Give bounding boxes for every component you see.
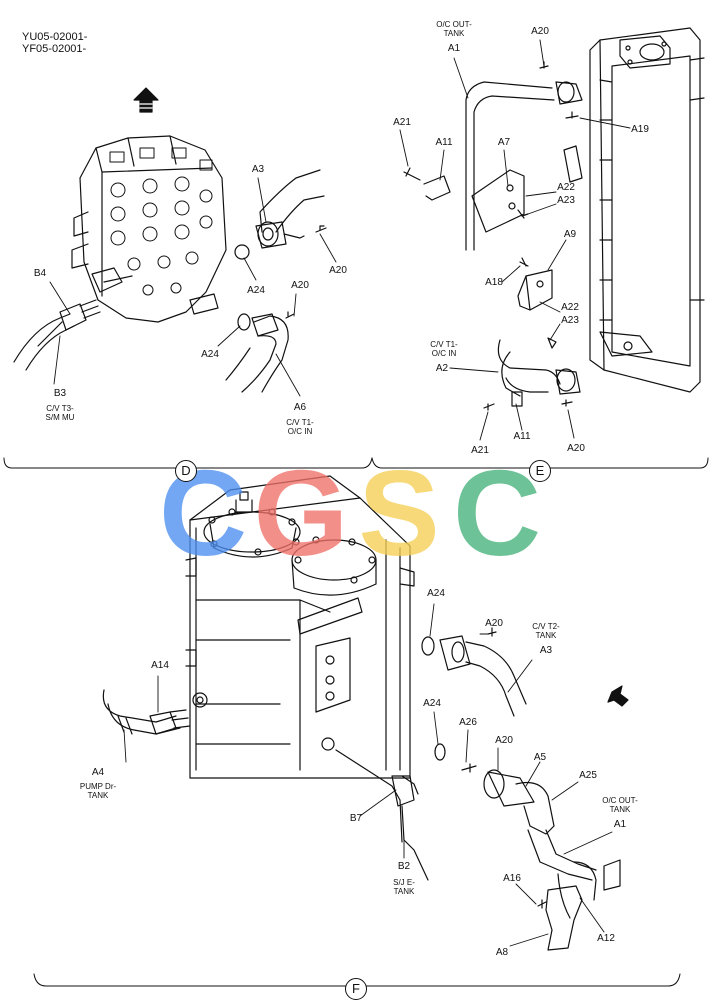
hydraulic-tank-drawing <box>185 475 415 779</box>
label-a24-d1: A24 <box>247 285 265 296</box>
label-a16: A16 <box>503 873 521 884</box>
label-a19: A19 <box>631 124 649 135</box>
label-a20-e2: A20 <box>567 443 585 454</box>
label-a14: A14 <box>151 660 169 671</box>
label-a20-f1: A20 <box>485 618 503 629</box>
label-a3-f: A3 <box>539 645 553 656</box>
label-a20-f2: A20 <box>495 735 513 746</box>
label-a24-f1: A24 <box>427 588 445 599</box>
note-sj-e-tank: S/J E- TANK <box>393 878 415 896</box>
hose-a3-f <box>421 627 527 717</box>
leaders-view-e <box>399 39 631 441</box>
label-a6: A6 <box>293 402 307 413</box>
view-marker-f: F <box>345 978 367 1000</box>
pipe-a2 <box>483 339 581 411</box>
view-direction-arrow-icon <box>607 685 629 707</box>
note-pump-dr-tank: PUMP Dr- TANK <box>79 782 117 800</box>
label-a18: A18 <box>485 277 503 288</box>
hose-a6 <box>225 311 295 393</box>
hose-a3-d <box>234 169 327 260</box>
front-direction-arrow-icon <box>133 87 159 113</box>
bracket-a7 <box>403 145 583 233</box>
oil-cooler-drawing <box>589 27 705 393</box>
label-a8: A8 <box>495 947 509 958</box>
view-marker-e: E <box>529 460 551 482</box>
label-a23-e2: A23 <box>561 315 579 326</box>
bracket-a9 <box>517 257 557 349</box>
label-a22-e1: A22 <box>557 182 575 193</box>
label-a25: A25 <box>579 770 597 781</box>
view-marker-d: D <box>175 460 197 482</box>
hose-a14 <box>102 689 191 735</box>
label-a5: A5 <box>533 752 547 763</box>
label-a1-f: A1 <box>613 819 627 830</box>
pipe-a1-e <box>465 61 583 251</box>
label-a11-e2: A11 <box>513 431 531 442</box>
label-b3: B3 <box>53 388 67 399</box>
model-code-1: YU05-02001- <box>22 31 88 43</box>
label-a7: A7 <box>497 137 511 148</box>
view-d-bracket <box>3 457 709 469</box>
hose-b7-b2 <box>335 749 429 881</box>
label-a20-e1: A20 <box>531 26 549 37</box>
hose-b3 <box>13 299 101 371</box>
label-a23-e1: A23 <box>557 195 575 206</box>
leaders-view-d <box>49 177 337 397</box>
label-b2: B2 <box>397 861 411 872</box>
note-cv-t3-sm-mu: C/V T3- S/M MU <box>45 404 75 422</box>
note-cv-t1-oc-in-e: C/V T1- O/C IN <box>430 340 458 358</box>
label-a22-e2: A22 <box>561 302 579 313</box>
note-oc-out-tank-f: O/C OUT- TANK <box>602 796 638 814</box>
label-a11-e1: A11 <box>435 137 453 148</box>
label-a20-d2: A20 <box>291 280 309 291</box>
label-a3-d: A3 <box>251 164 265 175</box>
note-oc-out-tank-e: O/C OUT- TANK <box>436 20 472 38</box>
label-a24-f2: A24 <box>423 698 441 709</box>
hose-a5-a1-f <box>434 743 621 951</box>
label-a24-d2: A24 <box>201 349 219 360</box>
label-a4: A4 <box>91 767 105 778</box>
label-b7: B7 <box>349 813 363 824</box>
model-code-2: YF05-02001- <box>22 43 87 55</box>
label-a26: A26 <box>459 717 477 728</box>
note-cv-t1-oc-in-d: C/V T1- O/C IN <box>286 418 314 436</box>
label-b4: B4 <box>33 268 47 279</box>
leaders-view-f <box>123 603 613 947</box>
label-a21-e2: A21 <box>471 445 489 456</box>
label-a20-d1: A20 <box>329 265 347 276</box>
label-a1-e: A1 <box>447 43 461 54</box>
label-a12: A12 <box>597 933 615 944</box>
label-a9: A9 <box>563 229 577 240</box>
control-valve-drawing <box>71 135 227 323</box>
label-a2: A2 <box>435 363 449 374</box>
label-a21-e1: A21 <box>393 117 411 128</box>
note-cv-t2-tank: C/V T2- TANK <box>532 622 560 640</box>
